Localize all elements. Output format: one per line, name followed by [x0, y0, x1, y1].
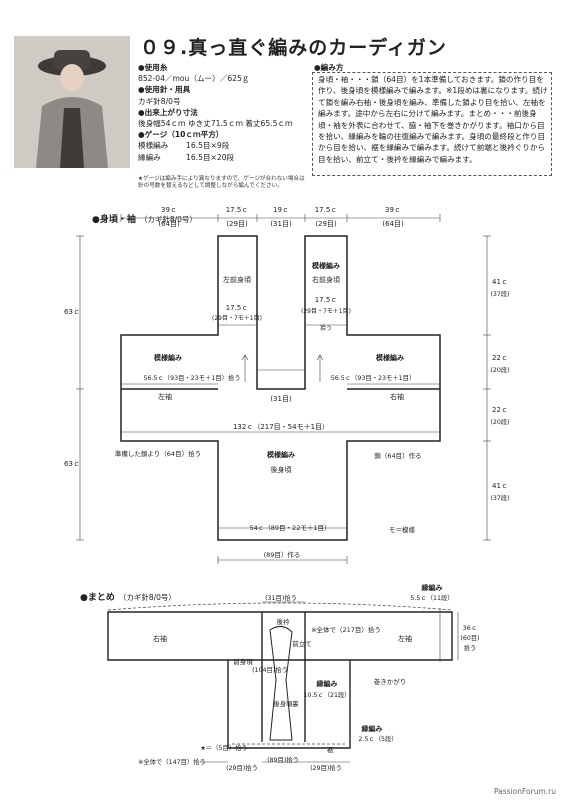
gauge-value: 16.5目×9段 — [186, 141, 230, 151]
back-body-rev: 後身頃裏 — [273, 699, 299, 708]
right-dim: 41ｃ — [492, 482, 508, 490]
gauge-name: 縁編み — [138, 152, 161, 162]
left-dim: 63ｃ — [64, 308, 80, 316]
back-collar-label: 後衿 — [277, 617, 291, 626]
bottom-width: 54ｃ（89目・22モ＋1目） — [250, 524, 331, 532]
left-sleeve-label: 左袖 — [398, 634, 412, 643]
back-body-label: 後身頃 — [271, 465, 292, 474]
size-heading: ●出来上がり寸法 — [138, 107, 198, 117]
right-sleeve-label: 右袖 — [390, 392, 404, 401]
top-count: (31目) — [270, 220, 292, 228]
right-rows: (37段) — [490, 289, 509, 298]
left-dim: 63ｃ — [64, 460, 80, 468]
pattern-label: 模様編み — [312, 261, 340, 270]
gauge-heading: ●ゲージ（10ｃｍ平方） — [138, 130, 224, 140]
top-count: (29目) — [226, 220, 248, 228]
right-dim: 41ｃ — [492, 278, 508, 286]
gauge-name: 模様編み — [138, 141, 169, 151]
diagram1-title: ●身頃・袖 — [92, 215, 136, 225]
bottom-mid: (89目)拾う — [267, 755, 299, 764]
materials-block: ●使用糸 852-04／mou（ムー）／625ｇ ●使用針・用具 カギ針8/0号… — [138, 62, 318, 163]
pick104: (104目)拾う — [252, 665, 288, 674]
top-dim: 19ｃ — [273, 206, 289, 214]
pickup-label: 拾う — [464, 643, 477, 652]
band-dim: 10.5ｃ（21段） — [303, 690, 350, 699]
method-heading: ●編み方 — [314, 62, 554, 73]
diagram1-needle: （カギ針8/0号） — [139, 215, 197, 224]
size-value: 後身幅54ｃｍ ゆき丈71.5ｃｍ 着丈65.5ｃｍ — [138, 119, 293, 129]
gauge-row: 縁編み 16.5目×20段 — [138, 152, 318, 163]
top-count: (64目) — [158, 220, 180, 228]
page-title: ０９.真っ直ぐ編みのカーディガン — [140, 37, 447, 59]
sleeve-width-right: 56.5ｃ（93目・23モ＋1目） — [331, 374, 415, 382]
method-text: 身頃・袖・・・鎖（64目）を1本準備しておきます。鎖の作り目を作り、後身頃を模様… — [318, 75, 548, 164]
border-top-label: 縁編み — [422, 583, 443, 592]
prepared-chain: 準備した鎖より（64目）拾う — [115, 449, 201, 458]
watermark: PassionForum.ru — [493, 787, 556, 796]
center-count: (31目) — [270, 395, 292, 403]
diagram2-title: ●まとめ — [80, 593, 115, 603]
top-count: (29目) — [315, 220, 337, 228]
pattern-label: 模様編み — [154, 353, 182, 362]
right-dim: 22ｃ — [492, 406, 508, 414]
top-dim: 39ｃ — [385, 206, 401, 214]
all-hem-note: ※全体で（147目）拾う — [138, 757, 206, 766]
total-width: 132ｃ（217目・54モ＋1目） — [233, 423, 329, 431]
cuff-size: 36ｃ — [463, 624, 478, 632]
yarn-heading: ●使用糸 — [138, 63, 168, 72]
diagram2-needle: （カギ針8/0号） — [118, 593, 176, 602]
sleeve-width-left: 56.5ｃ（93目・23モ＋1目）拾う — [143, 373, 240, 382]
front-band-label: 前立て — [292, 639, 312, 648]
top-count: (64目) — [382, 220, 404, 228]
hem-dim: 2.5ｃ（5段） — [358, 734, 397, 743]
needle-value: カギ針8/0号 — [138, 96, 181, 106]
method-box — [312, 72, 552, 176]
legend-label: モ＝模様 — [389, 525, 416, 534]
border-low-label: 縁編み — [362, 724, 383, 733]
top-dim: 39ｃ — [161, 206, 177, 214]
pickup-label: 拾う — [320, 324, 332, 332]
hem-label: 裾 — [327, 745, 334, 754]
left-front-label: 左前身頃 — [223, 275, 251, 284]
gauge-row: 模様編み 16.5目×9段 — [138, 140, 318, 151]
bottom-chain: (89目）作る — [264, 550, 301, 559]
right-rows: (20段) — [490, 365, 509, 374]
chain-make: 鎖（64目）作る — [374, 451, 421, 460]
front-count: (29目・7モ＋1目) — [212, 315, 262, 322]
front-width: 17.5ｃ — [226, 304, 249, 312]
right-dim: 22ｃ — [492, 354, 508, 362]
method-heading-text: ●編み方 — [314, 63, 344, 72]
gauge-value: 16.5目×20段 — [186, 152, 235, 162]
left-sleeve-label: 左袖 — [158, 392, 172, 401]
top-dim: 17.5ｃ — [226, 206, 249, 214]
cuff-count: (60目) — [460, 634, 479, 642]
right-rows: (20段) — [490, 417, 509, 426]
bottom-right: (29目)拾う — [310, 763, 342, 772]
gauge-note: ★ゲージは編み手により異なりますので、ゲージが合わない場合は針の号数を替えるなど… — [138, 176, 305, 189]
collar-count: (31目)拾う — [265, 593, 297, 602]
right-sleeve-label: 右袖 — [153, 634, 167, 643]
front-count: (29目・7モ＋1目) — [301, 308, 351, 315]
right-rows: (37段) — [490, 493, 509, 502]
pattern-label: 模様編み — [376, 353, 404, 362]
diagram1-heading: ●身頃・袖（カギ針8/0号） — [92, 212, 197, 225]
cuff-dim: 5.5ｃ（11段） — [410, 593, 453, 602]
front-width: 17.5ｃ — [315, 296, 338, 304]
border-mid-label: 縁編み — [317, 679, 338, 688]
star-note: ★＝（5目）拾う — [200, 743, 247, 752]
needle-heading: ●使用針・用具 — [138, 85, 191, 95]
whip-label: 巻きかがり — [374, 677, 407, 686]
model-photo — [14, 36, 130, 168]
pattern-label: 模様編み — [267, 450, 295, 459]
top-dim: 17.5ｃ — [315, 206, 338, 214]
front-body-label: 前身頃 — [233, 657, 253, 666]
diagram2-heading: ●まとめ（カギ針8/0号） — [80, 590, 176, 603]
yarn-value: 852-04／mou（ムー）／625ｇ — [138, 74, 250, 84]
right-front-label: 右前身頃 — [312, 275, 340, 284]
all-pick-note: ※全体で（217目）拾う — [311, 625, 381, 634]
bottom-left: (29目)拾う — [226, 763, 258, 772]
